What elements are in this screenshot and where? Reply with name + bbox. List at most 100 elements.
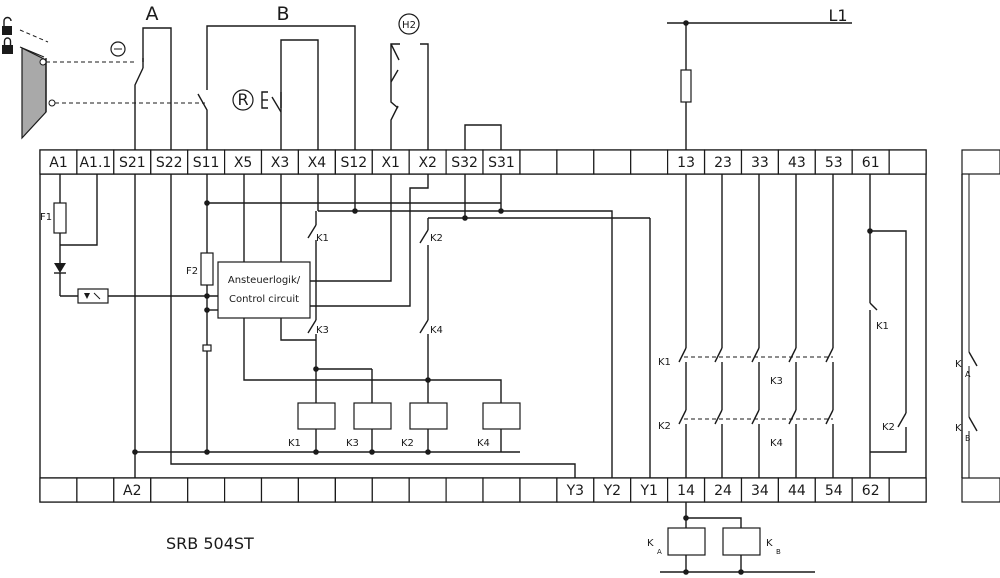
top-terminal-label-a1-1: A1.1	[79, 155, 111, 171]
contact-k2-label: K2	[430, 233, 443, 244]
side-ka-main: K	[955, 359, 962, 370]
bottom-terminal-cell	[76, 477, 115, 503]
label-b: B	[276, 3, 289, 25]
channel-b-switch	[197, 25, 356, 150]
bottom-terminal-cell	[187, 477, 226, 503]
bottom-terminal-cell	[39, 477, 78, 503]
model-caption: SRB 504ST	[166, 534, 254, 553]
top-terminal-label-33: 33	[751, 155, 769, 171]
contact-k1-label: K1	[316, 233, 329, 244]
top-terminal-label-x4: X4	[308, 155, 327, 171]
top-terminal-cell	[113, 149, 152, 175]
control-label-1: Ansteuerlogik/	[228, 275, 301, 286]
label-f2: F2	[186, 266, 198, 277]
contact-k3-label: K3	[316, 325, 329, 336]
control-circuit-box	[217, 261, 311, 319]
door-guard-actuator-icon	[19, 29, 205, 140]
bottom-terminal-cell	[482, 477, 521, 503]
label-a: A	[146, 3, 159, 25]
coil-k4-label: K4	[477, 438, 490, 449]
bottom-terminal-cell	[113, 477, 152, 503]
bottom-terminal-label-y2: Y2	[603, 483, 621, 499]
top-terminal-label-s22: S22	[156, 155, 183, 171]
contact-k4-label: K4	[430, 325, 443, 336]
top-terminal-label-23: 23	[714, 155, 732, 171]
svg-text:H2: H2	[402, 20, 416, 31]
bottom-terminal-label-y1: Y1	[639, 483, 657, 499]
bottom-terminal-cell	[851, 477, 890, 503]
top-terminal-cell	[187, 149, 226, 175]
output-k1-label: K1	[658, 357, 671, 368]
top-terminal-label-s32: S32	[451, 155, 478, 171]
top-terminal-cell	[888, 149, 927, 175]
label-l1: L1	[828, 6, 847, 25]
h2-lamp-icon: H2	[398, 13, 420, 35]
unlocked-padlock-icon	[2, 16, 12, 35]
top-terminal-cell	[814, 149, 853, 175]
x1-x2-contacts	[390, 43, 429, 150]
bottom-terminal-label-54: 54	[825, 483, 843, 499]
top-terminal-label-x1: X1	[381, 155, 400, 171]
top-terminal-cell	[408, 149, 447, 175]
top-terminal-label-a1: A1	[49, 155, 67, 171]
bottom-terminal-cell	[408, 477, 447, 503]
channel-a-switch	[110, 27, 172, 150]
load-ka-main: K	[647, 538, 654, 549]
top-terminal-cell	[224, 149, 263, 175]
label-f1: F1	[40, 212, 52, 223]
internal-wiring	[53, 174, 907, 478]
load-kb-sub: B	[776, 548, 781, 556]
load-ka-sub: A	[657, 548, 662, 556]
bottom-terminal-label-y3: Y3	[566, 483, 584, 499]
bottom-terminal-cell	[630, 477, 669, 503]
aux-k2-label: K2	[882, 422, 895, 433]
top-terminal-cell	[556, 149, 595, 175]
top-terminal-label-s21: S21	[119, 155, 146, 171]
top-terminal-cell	[150, 149, 189, 175]
top-terminal-label-x5: X5	[234, 155, 253, 171]
bottom-terminal-label-62: 62	[862, 483, 880, 499]
top-terminal-cell	[445, 149, 484, 175]
external-loads	[660, 502, 815, 575]
bottom-terminal-label-14: 14	[677, 483, 695, 499]
bottom-terminal-cell	[888, 477, 927, 503]
bottom-terminal-cell	[519, 477, 558, 503]
top-terminal-cell	[703, 149, 743, 175]
bottom-terminal-cell	[150, 477, 189, 503]
top-terminal-label-61: 61	[862, 155, 880, 171]
reset-button-icon: R	[232, 88, 282, 113]
top-terminal-label-x2: X2	[418, 155, 437, 171]
bottom-terminal-cell	[445, 477, 484, 503]
bottom-terminal-cell	[814, 477, 853, 503]
bottom-terminal-label-34: 34	[751, 483, 769, 499]
top-terminal-label-13: 13	[677, 155, 695, 171]
top-terminal-label-s31: S31	[488, 155, 515, 171]
bottom-terminal-label-24: 24	[714, 483, 732, 499]
side-kb-main: K	[955, 423, 962, 434]
bottom-terminal-cell	[260, 477, 300, 503]
bottom-terminal-cell	[556, 477, 595, 503]
supply-l1	[667, 20, 852, 150]
control-label-2: Control circuit	[229, 294, 299, 305]
top-terminal-label-x3: X3	[271, 155, 290, 171]
aux-k1-label: K1	[876, 321, 889, 332]
coil-k3-label: K3	[346, 438, 359, 449]
side-kb-sub: B	[965, 434, 971, 443]
output-k4-label: K4	[770, 438, 783, 449]
coil-k1-label: K1	[288, 438, 301, 449]
bottom-terminal-cell	[334, 477, 373, 503]
top-terminal-label-53: 53	[825, 155, 843, 171]
top-terminal-label-s12: S12	[340, 155, 367, 171]
bottom-terminal-cell	[224, 477, 263, 503]
side-module: K A K B	[955, 149, 1000, 503]
top-terminal-cell	[630, 149, 669, 175]
output-k2-label: K2	[658, 421, 671, 432]
top-terminal-cell	[519, 149, 558, 175]
locked-padlock-icon	[2, 37, 13, 54]
coil-k2-label: K2	[401, 438, 414, 449]
bottom-terminal-cell	[371, 477, 410, 503]
svg-text:R: R	[237, 90, 248, 109]
